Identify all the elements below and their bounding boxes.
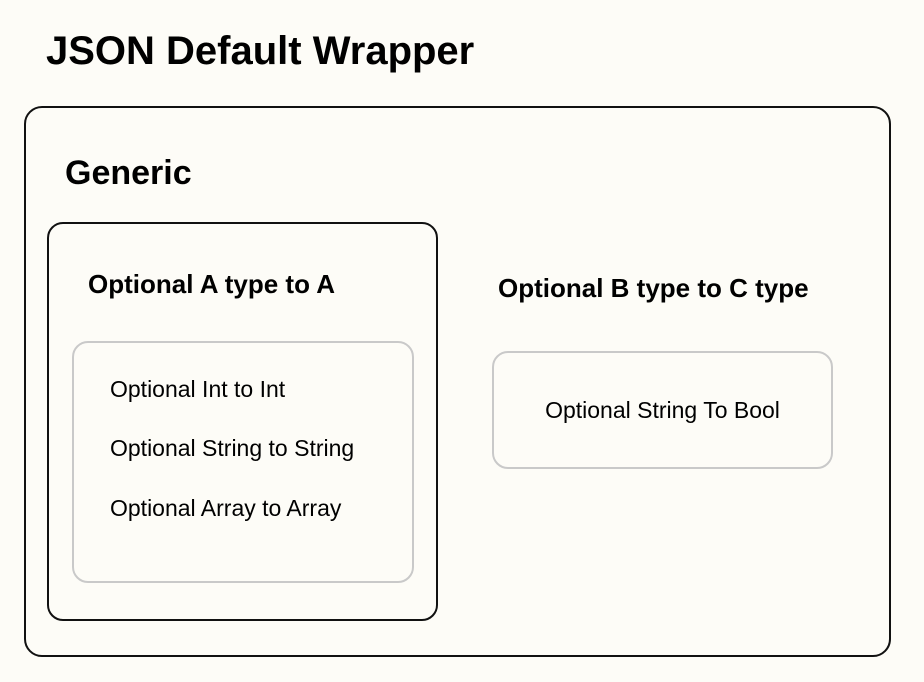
group-a-item-int: Optional Int to Int (110, 376, 286, 402)
group-a-title: Optional A type to A (88, 269, 335, 299)
group-a-item-string: Optional String to String (110, 435, 355, 461)
group-optional-a-to-a (47, 222, 438, 621)
group-b-items-box: Optional String To Bool (492, 351, 833, 469)
page-title: JSON Default Wrapper (46, 29, 475, 73)
generic-container (24, 106, 891, 657)
group-b-title: Optional B type to C type (498, 273, 809, 303)
group-a-items-box (72, 341, 414, 583)
section-title-generic: Generic (65, 154, 192, 192)
group-a-item-array: Optional Array to Array (110, 495, 342, 521)
group-b-item-string-to-bool: Optional String To Bool (545, 397, 780, 423)
